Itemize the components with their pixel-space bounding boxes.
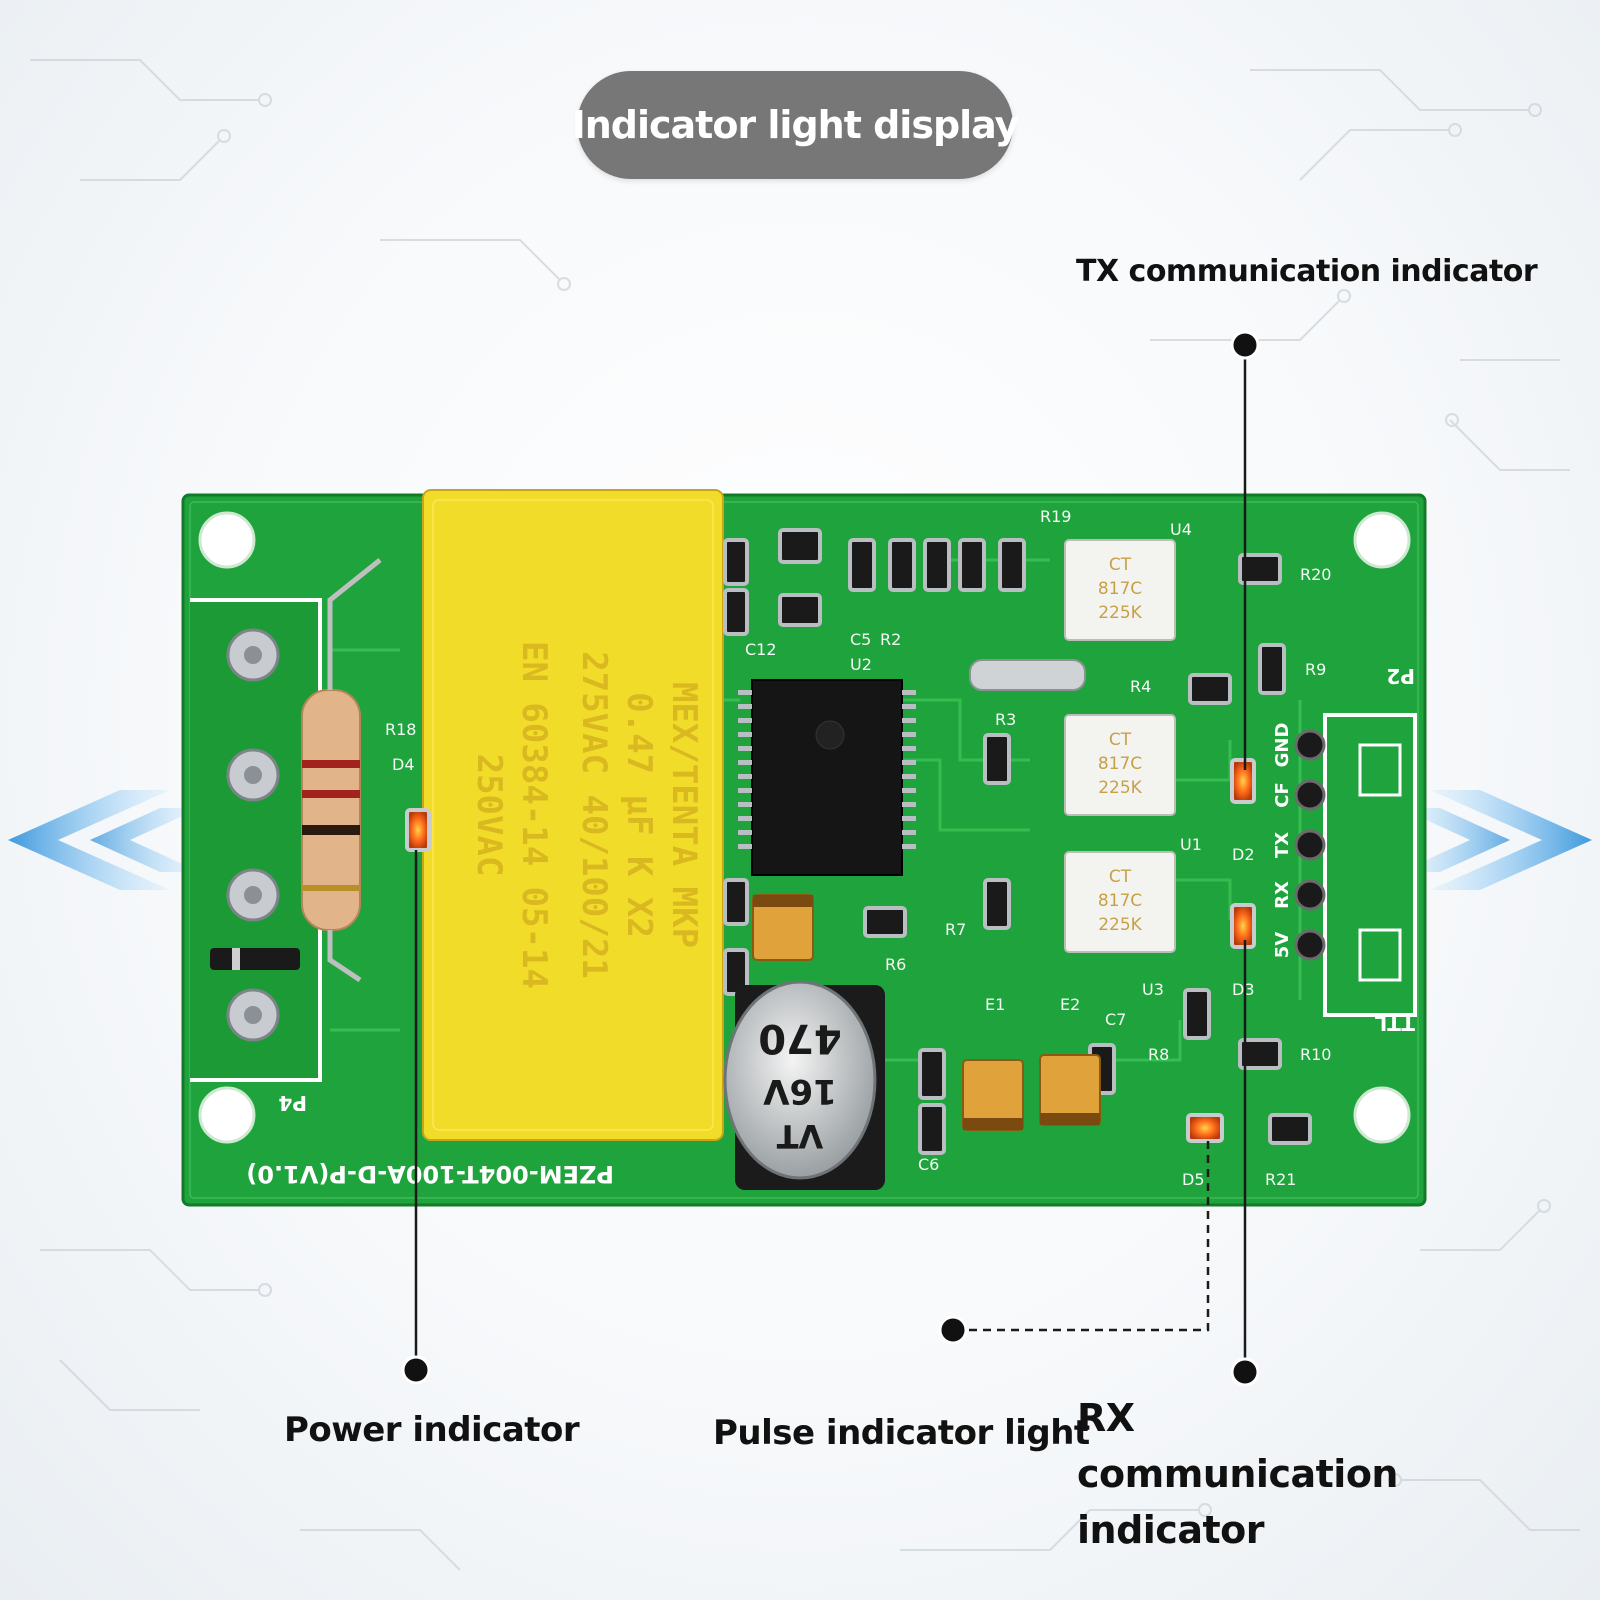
board-model-marking: PZEM-004T-100A-D-P(V1.0) — [246, 1160, 614, 1188]
capacitor-marking-line-2: 0.47 μF K X2 — [619, 692, 659, 938]
silk-r20: R20 — [1300, 565, 1331, 584]
silk-r2: R2 — [880, 630, 901, 649]
screw-terminal-block — [190, 598, 322, 1082]
silk-c5: C5 — [850, 630, 871, 649]
x2-capacitor: MEX/TENTA MKP 0.47 μF K X2 275VAC 40/100… — [422, 489, 724, 1141]
tantalum-capacitors — [752, 894, 1101, 1131]
silk-r19: R19 — [1040, 507, 1071, 526]
mounting-holes — [198, 511, 1411, 1144]
pin-label-rx: RX — [1272, 881, 1293, 909]
silk-r6: R6 — [885, 955, 906, 974]
main-ic-chip — [738, 679, 916, 876]
silkscreen-p4: P4 — [278, 1091, 307, 1115]
electrolytic-capacitor: VT 16V 470 — [723, 980, 885, 1190]
silk-d4: D4 — [392, 755, 415, 774]
tx-callout-dot — [1230, 330, 1260, 360]
power-indicator-label: Power indicator — [284, 1410, 580, 1450]
silk-r3: R3 — [995, 710, 1016, 729]
tx-indicator-label: TX communication indicator — [1076, 254, 1538, 289]
background-circuit-pattern — [30, 59, 1580, 1571]
silk-r8: R8 — [1148, 1045, 1169, 1064]
electrolytic-marking-line-3: 470 — [758, 1015, 842, 1061]
silkscreen-ttl: TTL — [1374, 1011, 1415, 1035]
optocouplers: CT 817C 225K CT 817C 225K CT 817C 225K — [1064, 539, 1176, 953]
silk-r9: R9 — [1305, 660, 1326, 679]
optocoupler-3-line-1: CT — [1109, 867, 1132, 887]
silk-r7: R7 — [945, 920, 966, 939]
silk-r4: R4 — [1130, 677, 1151, 696]
optocoupler-2-line-3: 225K — [1098, 778, 1142, 798]
crystal-oscillator — [969, 659, 1086, 691]
electrolytic-marking-line-1: VT — [777, 1117, 824, 1155]
smd-components — [723, 528, 1312, 1155]
pin-label-gnd: GND — [1272, 723, 1293, 768]
optocoupler-1-line-3: 225K — [1098, 603, 1142, 623]
optocoupler-1-line-1: CT — [1109, 555, 1132, 575]
pin-label-cf: CF — [1272, 782, 1293, 808]
electrolytic-marking-line-2: 16V — [763, 1071, 837, 1111]
pulse-leader-line — [953, 1141, 1210, 1332]
optocoupler-2-line-1: CT — [1109, 730, 1132, 750]
pulse-indicator-label: Pulse indicator light — [713, 1413, 1090, 1453]
capacitor-marking-line-4: EN 60384-14 05-14 — [514, 641, 554, 989]
capacitor-marking-line-3: 275VAC 40/100/21 — [574, 651, 614, 979]
rx-led — [1230, 903, 1256, 949]
left-arrow-decoration — [8, 790, 200, 890]
pin-label-5v: 5V — [1272, 932, 1293, 959]
silk-r18: R18 — [385, 720, 416, 739]
power-led — [405, 808, 431, 852]
silk-d5: D5 — [1182, 1170, 1205, 1189]
pulse-callout-dot — [938, 1315, 968, 1345]
capacitor-marking-line-1: MEX/TENTA MKP — [664, 682, 704, 948]
silk-u2: U2 — [850, 655, 872, 674]
capacitor-marking-line-5: 250VAC — [469, 754, 509, 877]
silk-r21: R21 — [1265, 1170, 1296, 1189]
silk-e2: E2 — [1060, 995, 1080, 1014]
silk-c7: C7 — [1105, 1010, 1126, 1029]
silk-u4: U4 — [1170, 520, 1192, 539]
rx-callout-dot — [1230, 1357, 1260, 1387]
pcb-board: MEX/TENTA MKP 0.47 μF K X2 275VAC 40/100… — [181, 489, 1427, 1207]
tx-led — [1230, 758, 1256, 804]
callout-lines — [414, 345, 1247, 1372]
optocoupler-1-line-2: 817C — [1098, 579, 1142, 599]
silk-d2: D2 — [1232, 845, 1255, 864]
silk-d3: D3 — [1232, 980, 1255, 999]
title-banner: Indicator light display — [572, 71, 1019, 179]
optocoupler-2-line-2: 817C — [1098, 754, 1142, 774]
optocoupler-3-line-3: 225K — [1098, 915, 1142, 935]
pin-label-tx: TX — [1272, 832, 1293, 858]
optocoupler-3-line-2: 817C — [1098, 891, 1142, 911]
callout-dots — [401, 330, 1260, 1387]
silk-r10: R10 — [1300, 1045, 1331, 1064]
silk-u1: U1 — [1180, 835, 1202, 854]
right-arrow-decoration — [1400, 790, 1592, 890]
power-callout-dot — [401, 1355, 431, 1385]
silk-u3: U3 — [1142, 980, 1164, 999]
ttl-header: GND CF TX RX 5V — [1272, 713, 1417, 1017]
silk-c6: C6 — [918, 1155, 939, 1174]
pulse-led — [1186, 1113, 1224, 1143]
rx-indicator-label: RX communication indicator — [1077, 1396, 1398, 1552]
silkscreen-p2: P2 — [1386, 664, 1415, 688]
silk-e1: E1 — [985, 995, 1005, 1014]
resistor — [301, 558, 382, 983]
page-title: Indicator light display — [571, 103, 1020, 147]
silk-c12: C12 — [745, 640, 777, 659]
